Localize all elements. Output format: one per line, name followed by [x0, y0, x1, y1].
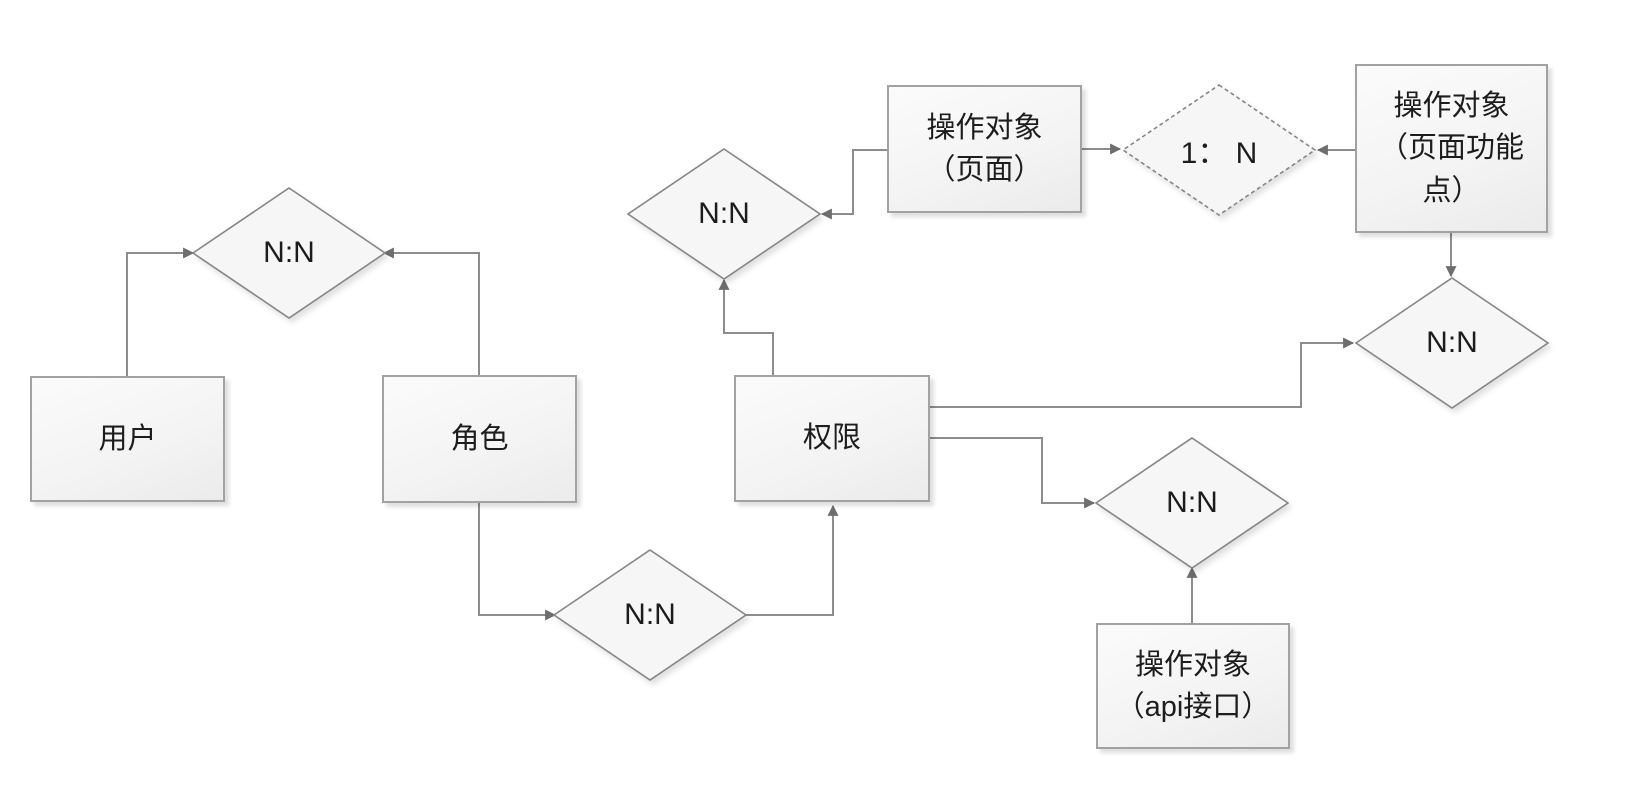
- relation-label: N:N: [698, 197, 750, 230]
- entity-api-object: 操作对象 （api接口）: [1096, 623, 1290, 749]
- entity-role: 角色: [382, 375, 577, 503]
- entity-label: 权限: [802, 422, 861, 455]
- relation-page-page-feature: 1： N: [1121, 83, 1317, 217]
- entity-page-object: 操作对象 （页面）: [887, 85, 1082, 213]
- diamond-shape: [1121, 84, 1317, 216]
- entity-label: （页面）: [926, 154, 1043, 186]
- entity-label: 操作对象: [1393, 90, 1510, 123]
- connector-permission-to-permission-feature: [930, 337, 1355, 408]
- entity-page-feature-object: 操作对象 （页面功能 点）: [1355, 64, 1548, 233]
- relation-permission-page: N:N: [626, 147, 822, 281]
- connector-role-to-role-permission: [478, 503, 557, 621]
- entity-label: 操作对象: [926, 111, 1043, 144]
- diamond-shape: [191, 187, 387, 319]
- entity-user: 用户: [30, 376, 225, 502]
- entity-label: 角色: [450, 422, 509, 455]
- relation-label: N:N: [1166, 486, 1218, 519]
- diamond-shape: [626, 148, 822, 280]
- relation-label: 1： N: [1180, 137, 1258, 170]
- connector-user-to-user-role: [126, 247, 195, 376]
- connector-page-to-permission-page: [820, 149, 887, 220]
- connector-permission-to-permission-page: [718, 278, 774, 375]
- relation-permission-api: N:N: [1094, 436, 1290, 570]
- relation-label: N:N: [1426, 326, 1478, 359]
- diamond-shape: [1354, 277, 1550, 409]
- entity-label: 操作对象: [1134, 648, 1251, 681]
- relation-permission-page-feature: N:N: [1354, 276, 1550, 410]
- entity-label: （页面功能: [1378, 132, 1524, 165]
- relation-role-permission: N:N: [552, 548, 748, 682]
- entity-label: 用户: [98, 422, 157, 455]
- relation-label: N:N: [263, 236, 315, 269]
- connector-permission-to-permission-api: [930, 437, 1096, 509]
- relation-label: N:N: [624, 598, 676, 631]
- connector-role-to-user-role: [382, 247, 480, 375]
- entity-label: 点）: [1422, 174, 1481, 207]
- entity-permission: 权限: [734, 375, 930, 502]
- connector-role-permission-to-permission: [743, 504, 839, 616]
- diamond-shape: [1094, 437, 1290, 569]
- diamond-shape: [552, 549, 748, 681]
- relation-user-role: N:N: [191, 186, 387, 320]
- entity-label: （api接口）: [1115, 691, 1271, 723]
